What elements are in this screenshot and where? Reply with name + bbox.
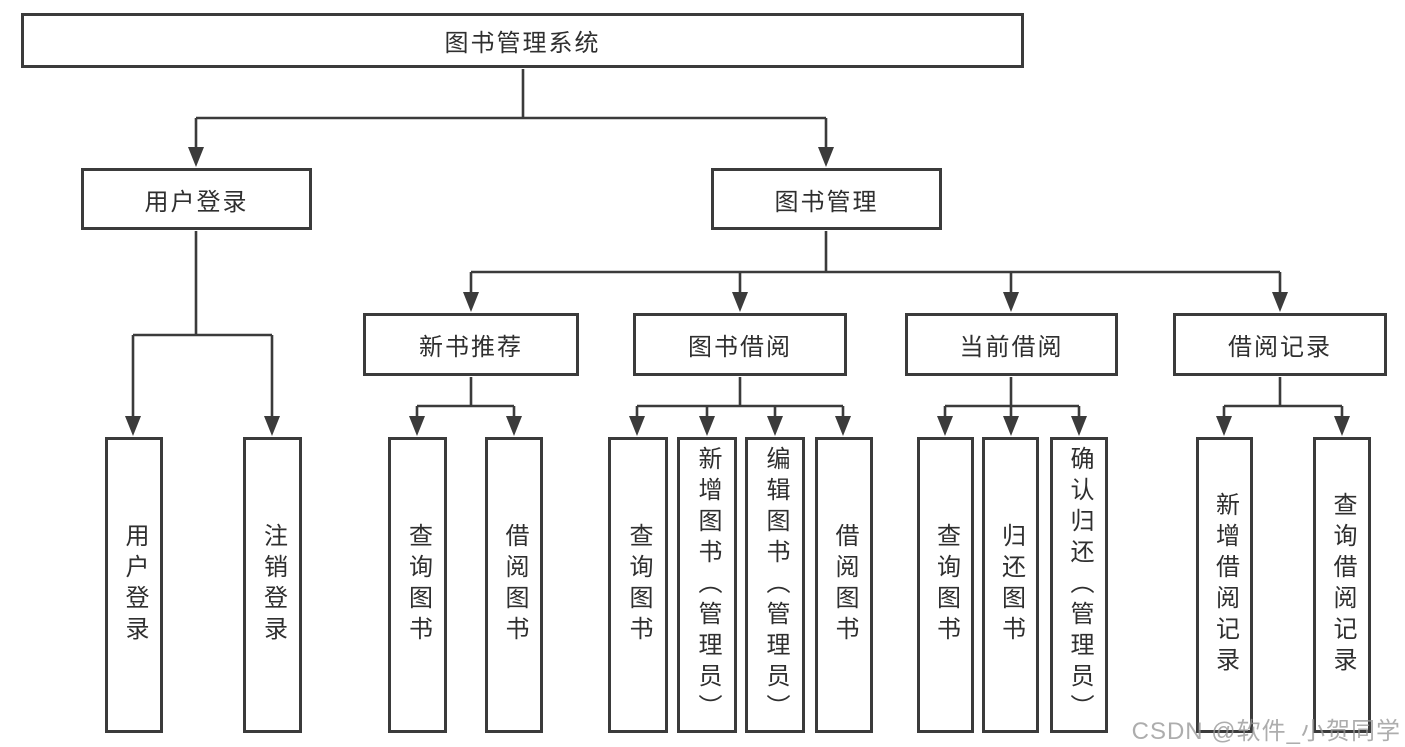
leaf-query-book-2: 查询图书 xyxy=(608,437,668,733)
node-book-borrow: 图书借阅 xyxy=(633,313,847,376)
node-label: 新书推荐 xyxy=(419,334,523,361)
node-label: 查询图书 xyxy=(404,523,432,647)
leaf-add-borrow-record: 新增借阅记录 xyxy=(1196,437,1253,733)
leaf-edit-book-admin: 编辑图书（管理员） xyxy=(745,437,805,733)
node-label: 归还图书 xyxy=(997,523,1025,647)
leaf-add-book-admin: 新增图书（管理员） xyxy=(677,437,737,733)
node-label: 图书管理系统 xyxy=(444,30,601,57)
node-label: 新增图书（管理员） xyxy=(694,445,721,725)
leaf-borrow-book-2: 借阅图书 xyxy=(815,437,873,733)
leaf-return-book: 归还图书 xyxy=(982,437,1039,733)
node-library-system: 图书管理系统 xyxy=(21,13,1024,68)
leaf-user-login: 用户登录 xyxy=(105,437,163,733)
node-label: 借阅图书 xyxy=(831,523,858,647)
leaf-query-book-1: 查询图书 xyxy=(388,437,447,733)
node-label: 查询图书 xyxy=(932,523,960,647)
node-label: 图书借阅 xyxy=(688,334,792,361)
node-label: 当前借阅 xyxy=(959,334,1064,361)
watermark: CSDN @软件_小贺同学 xyxy=(1131,718,1401,745)
node-label: 注销登录 xyxy=(259,523,287,647)
node-label: 确认归还（管理员） xyxy=(1066,445,1093,725)
node-label: 用户登录 xyxy=(121,523,148,647)
node-borrow-record: 借阅记录 xyxy=(1173,313,1387,376)
node-label: 用户登录 xyxy=(144,188,249,216)
node-label: 新增借阅记录 xyxy=(1211,492,1239,678)
node-label: 借阅图书 xyxy=(501,523,528,647)
leaf-borrow-book-1: 借阅图书 xyxy=(485,437,543,733)
leaf-query-borrow-record: 查询借阅记录 xyxy=(1313,437,1371,733)
node-label: 查询借阅记录 xyxy=(1329,492,1356,678)
node-label: 编辑图书（管理员） xyxy=(762,445,789,725)
leaf-confirm-return-admin: 确认归还（管理员） xyxy=(1050,437,1108,733)
node-label: 借阅记录 xyxy=(1228,334,1332,361)
node-label: 图书管理 xyxy=(774,188,879,216)
node-book-management: 图书管理 xyxy=(711,168,942,230)
node-current-borrow: 当前借阅 xyxy=(905,313,1118,376)
leaf-logout: 注销登录 xyxy=(243,437,302,733)
node-user-login: 用户登录 xyxy=(81,168,312,230)
node-label: 查询图书 xyxy=(625,523,652,647)
node-new-book-recommend: 新书推荐 xyxy=(363,313,579,376)
leaf-query-book-3: 查询图书 xyxy=(917,437,974,733)
